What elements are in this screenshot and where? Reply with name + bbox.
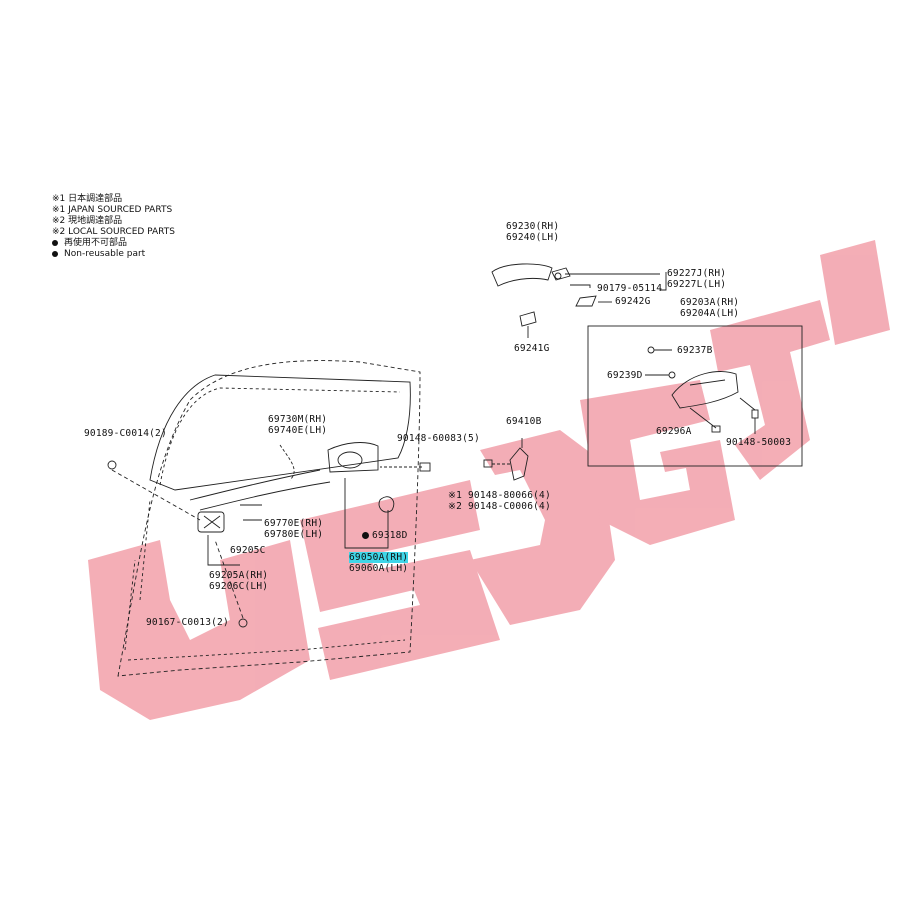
nonreusable-dot-icon (52, 250, 58, 257)
part-label-90148-80066[interactable]: ※1 90148-80066(4) (448, 490, 551, 501)
control-cable (189, 469, 321, 501)
part-label-69242g[interactable]: 69242G (615, 296, 651, 307)
legend-note1-jp: ※1 日本調達部品 (52, 194, 123, 204)
part-label-69237b[interactable]: 69237B (677, 345, 713, 356)
part-label-69239d[interactable]: 69239D (607, 370, 643, 381)
handle-frame (671, 371, 739, 409)
part-label-90148-60083[interactable]: 90148-60083(5) (397, 433, 480, 444)
part-label-69060a[interactable]: 69060A(LH) (349, 563, 409, 574)
part-label-90148-c0006[interactable]: ※2 90148-C0006(4) (448, 501, 551, 512)
part-label-90189[interactable]: 90189-C0014(2) (84, 428, 167, 439)
part-label-69740e[interactable]: 69740E(LH) (268, 425, 328, 436)
part-label-69770e[interactable]: 69770E(RH) (264, 518, 324, 529)
part-label-69203a[interactable]: 69203A(RH) (680, 297, 740, 308)
part-label-69410b[interactable]: 69410B (506, 416, 542, 427)
legend-nonreusable-en-row: Non-reusable part (52, 249, 175, 260)
handle-frame-box (587, 325, 803, 467)
inside-handle-frame (327, 442, 379, 473)
part-label-90167[interactable]: 90167-C0013(2) (146, 617, 229, 628)
part-label-69206c[interactable]: 69206C(LH) (209, 581, 269, 592)
handle-cover (551, 267, 571, 281)
nonreusable-dot-icon (362, 532, 369, 539)
part-label-69205c[interactable]: 69205C (230, 545, 266, 556)
rear-door-lock (197, 511, 225, 533)
legend: ※1 日本調達部品 ※1 JAPAN SOURCED PARTS ※2 現地調達… (52, 194, 175, 260)
door-outline (117, 360, 421, 677)
part-label-69205a[interactable]: 69205A(RH) (209, 570, 269, 581)
handle-pad (519, 311, 537, 327)
handle-bracket (509, 447, 529, 481)
part-label-69318d[interactable]: 69318D (372, 530, 408, 541)
part-label-69050a[interactable]: 69050A(RH) (349, 552, 409, 563)
outside-handle (491, 263, 553, 287)
legend-note2-jp: ※2 現地調達部品 (52, 216, 123, 226)
legend-note1-en: ※1 JAPAN SOURCED PARTS (52, 205, 173, 215)
part-label-69227l[interactable]: 69227L(LH) (667, 279, 727, 290)
legend-nonreusable-en: Non-reusable part (64, 249, 146, 259)
part-label-90148-50003[interactable]: 90148-50003 (726, 437, 792, 448)
legend-nonreusable-jp-row: 再使用不可部品 (52, 238, 175, 249)
part-label-69241g[interactable]: 69241G (514, 343, 550, 354)
legend-nonreusable-jp: 再使用不可部品 (64, 238, 128, 248)
legend-note2-en: ※2 LOCAL SOURCED PARTS (52, 227, 175, 237)
window-frame (149, 374, 411, 491)
part-label-69204a[interactable]: 69204A(LH) (680, 308, 740, 319)
part-label-69730m[interactable]: 69730M(RH) (268, 414, 328, 425)
nonreusable-dot-icon (52, 239, 58, 246)
part-label-90179[interactable]: 90179-05114 (597, 283, 663, 294)
part-label-69296a[interactable]: 69296A (656, 426, 692, 437)
part-label-69240[interactable]: 69240(LH) (506, 232, 560, 243)
part-label-69780e[interactable]: 69780E(LH) (264, 529, 324, 540)
part-label-69227j[interactable]: 69227J(RH) (667, 268, 727, 279)
part-label-69230[interactable]: 69230(RH) (506, 221, 560, 232)
